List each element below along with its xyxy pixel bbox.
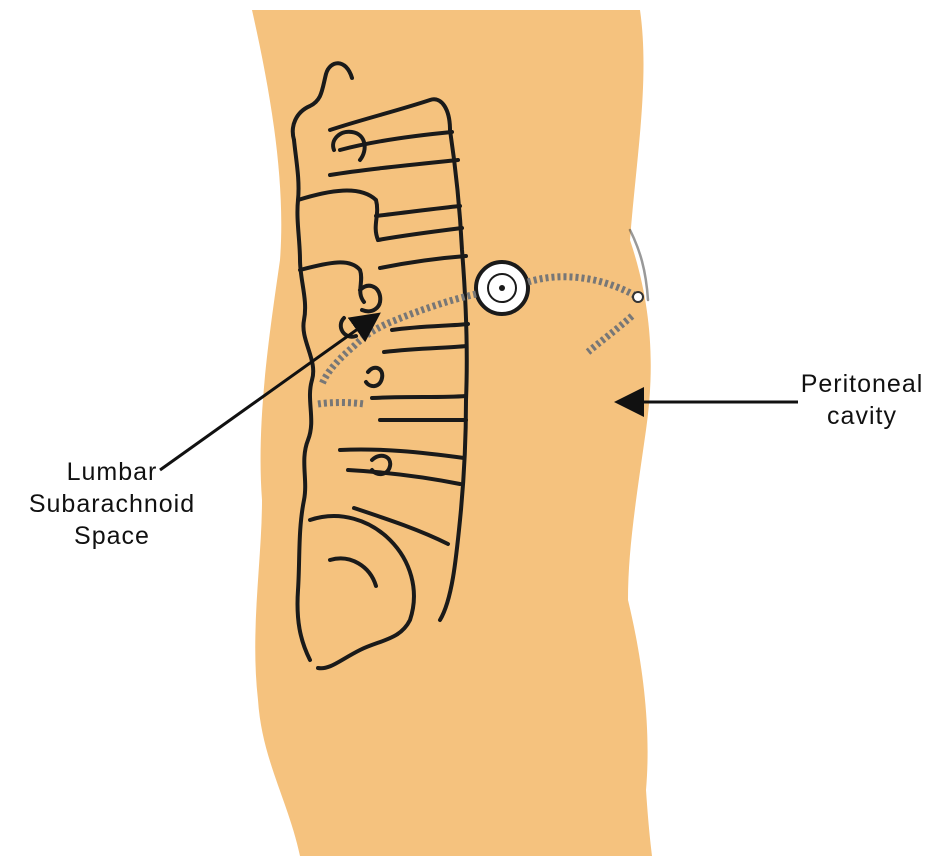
peritoneal-label-line1: Peritoneal bbox=[801, 370, 924, 398]
shunt-valve bbox=[476, 262, 528, 314]
lumbar-label-line1: Lumbar bbox=[67, 458, 158, 486]
peritoneal-label-line2: cavity bbox=[827, 402, 897, 430]
lumbar-label-line2: Subarachnoid bbox=[29, 490, 195, 518]
catheter-exit-point bbox=[633, 292, 643, 302]
lumbar-label-line3: Space bbox=[74, 522, 150, 550]
